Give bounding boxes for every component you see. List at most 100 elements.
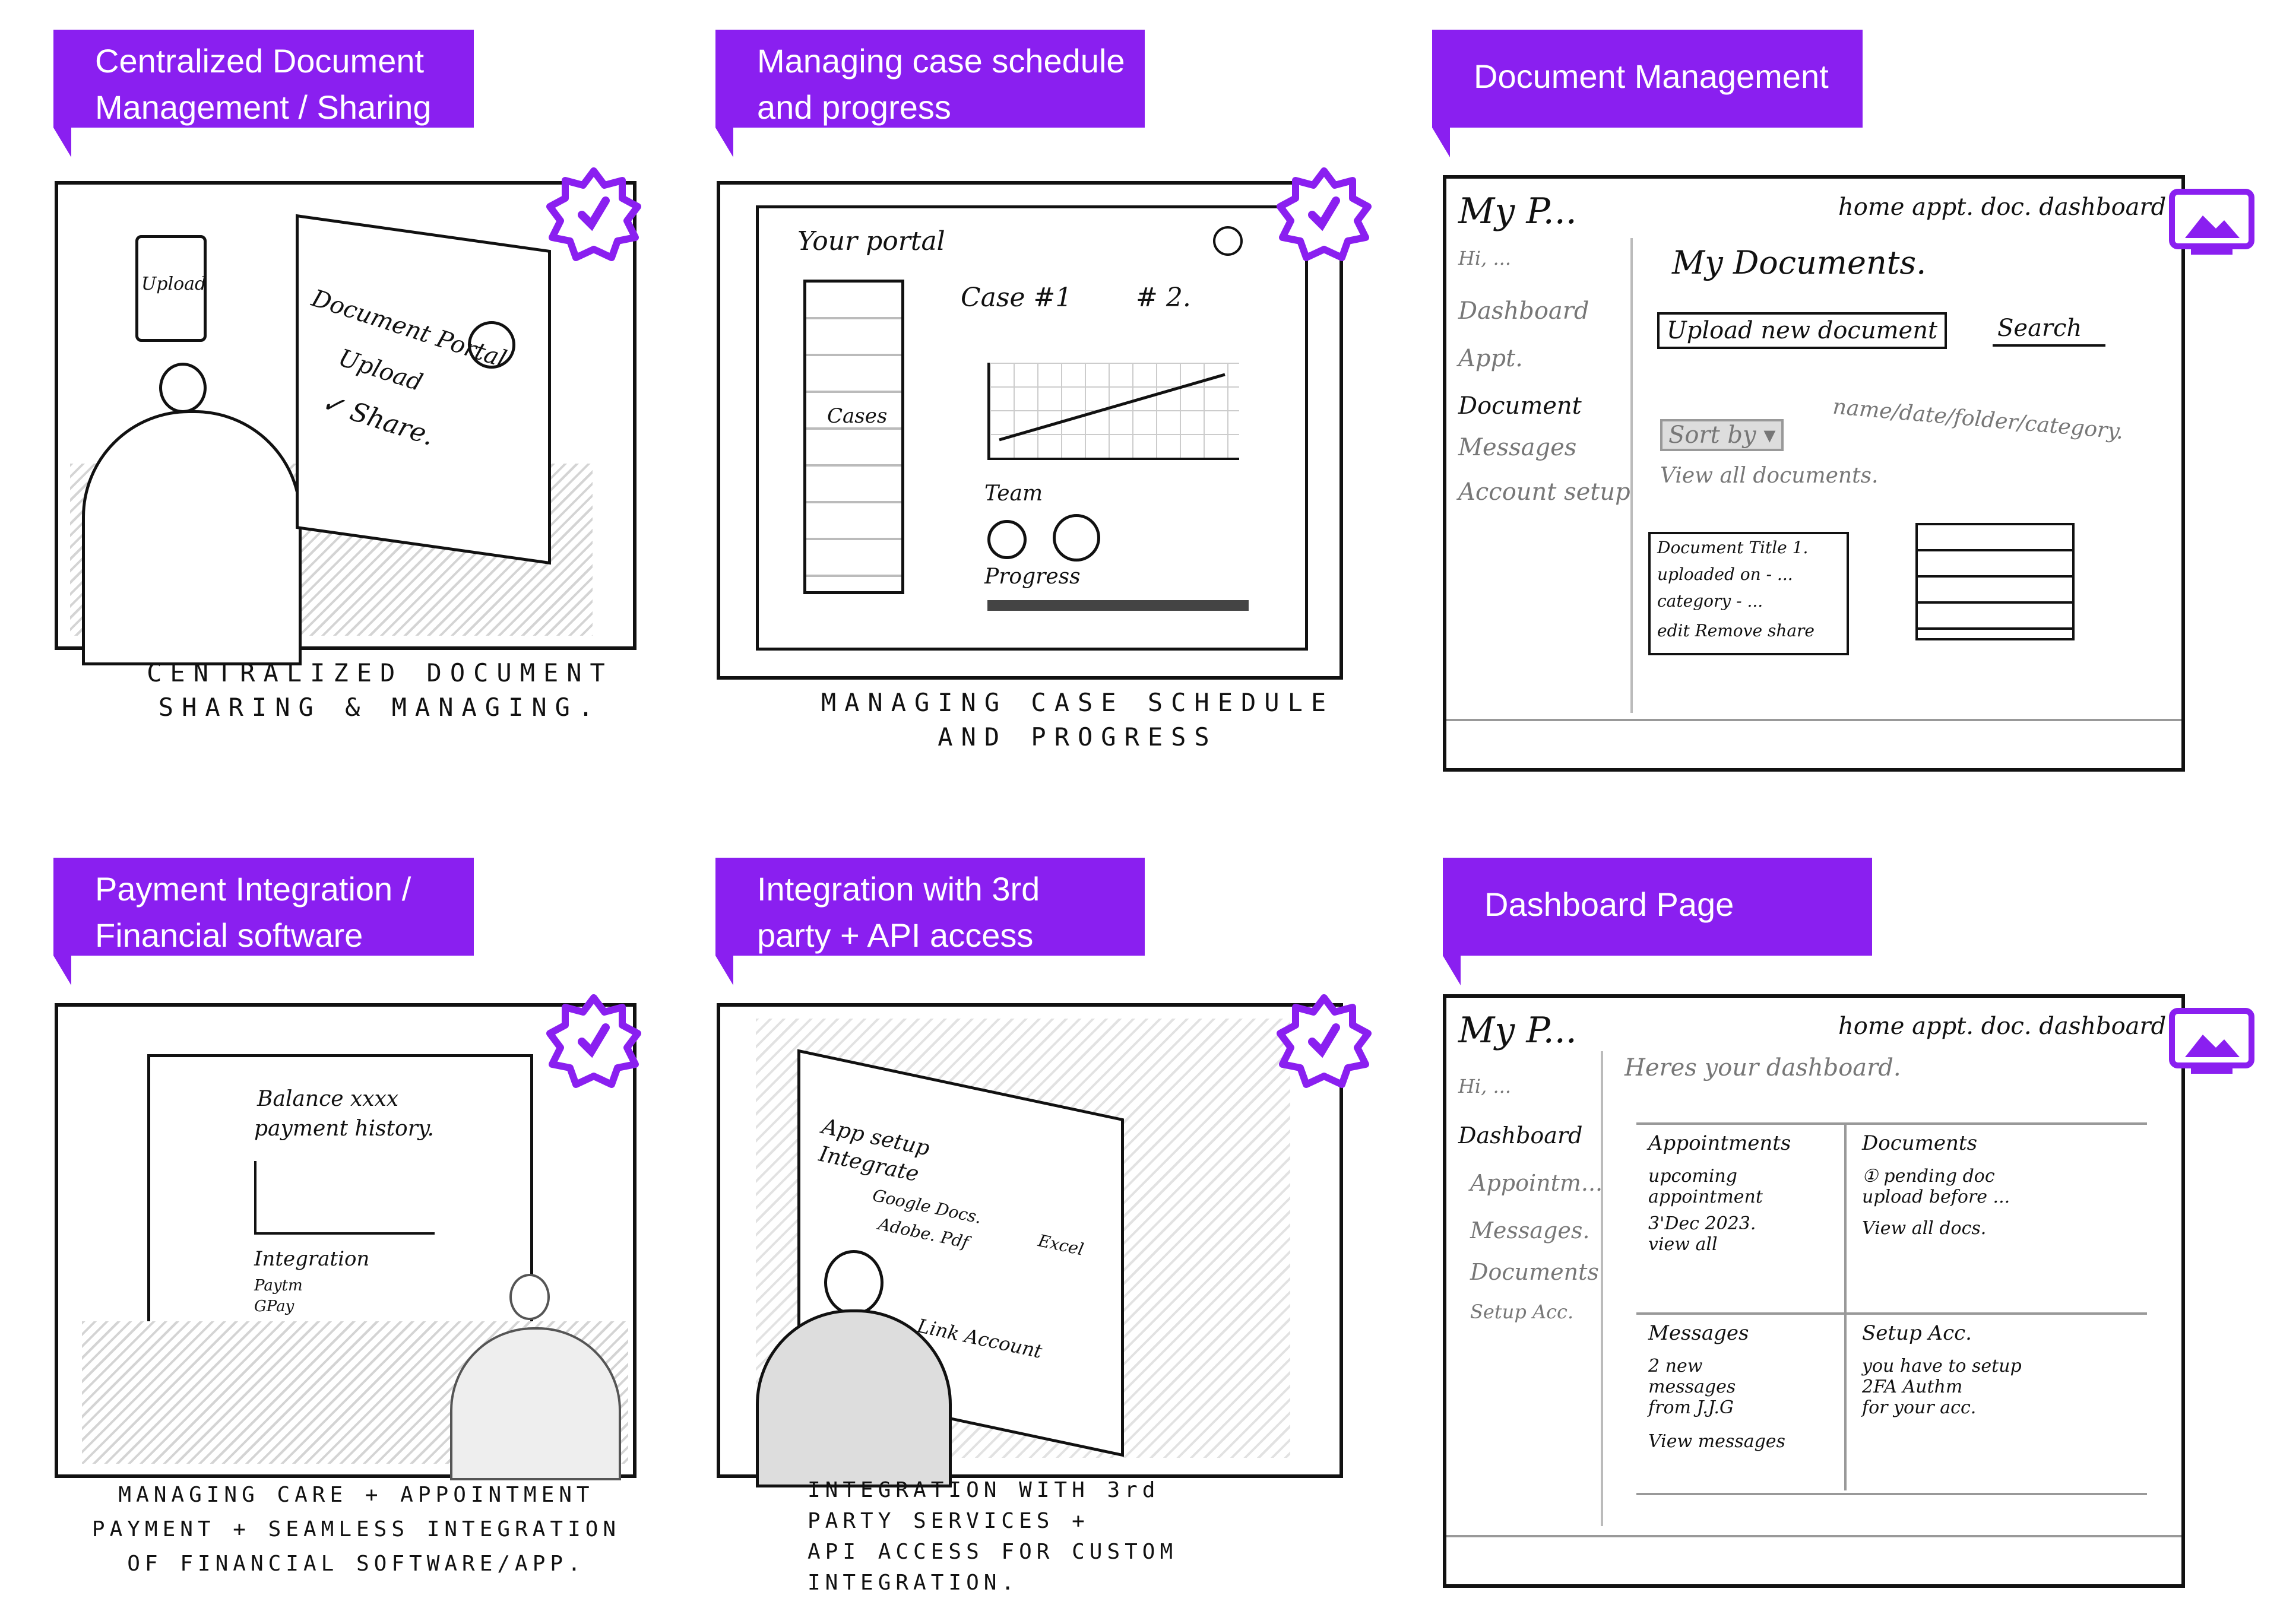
check-badge-icon <box>546 994 641 1088</box>
cell-line: 2 new <box>1648 1356 1703 1376</box>
sort-dropdown[interactable]: Sort by ▾ <box>1660 419 1784 451</box>
title-line: and progress <box>757 88 951 126</box>
sidebar-divider <box>1601 1051 1603 1526</box>
person-head <box>824 1250 884 1315</box>
upload-button[interactable]: Upload new document <box>1657 312 1948 349</box>
dashboard-subtitle: Heres your dashboard. <box>1624 1054 1901 1081</box>
title-line: Payment Integration / <box>95 870 411 908</box>
cell-title: Setup Acc. <box>1862 1321 1972 1345</box>
upload-label: Upload <box>141 274 207 294</box>
gpay-label: GPay <box>254 1298 294 1315</box>
card-line: Document Title 1. <box>1657 538 1809 557</box>
setup-cell: Setup Acc. you have to setup 2FA Authm f… <box>1862 1321 2022 1418</box>
team-avatar <box>1053 514 1100 562</box>
panel-4-title: Payment Integration / Financial software <box>53 858 474 956</box>
sidebar-item-dashboard[interactable]: Dashboard <box>1458 1122 1583 1149</box>
panel-2-caption: MANAGING CASE SCHEDULE AND PROGRESS <box>821 688 1335 751</box>
cell-line: 2FA Authm <box>1862 1376 1963 1397</box>
panel-5-title: Integration with 3rd party + API access <box>715 858 1145 956</box>
view-all-link[interactable]: View all documents. <box>1660 464 1879 488</box>
sidebar-item-dashboard[interactable]: Dashboard <box>1458 297 1589 325</box>
panel-2-frame: Your portal Cases Case #1 # 2. Team Prog… <box>717 181 1343 680</box>
greeting: Hi, ... <box>1458 1075 1511 1098</box>
progress-label: Progress <box>984 564 1081 589</box>
sidebar-item-documents[interactable]: Documents <box>1470 1259 1599 1285</box>
cell-line: messages <box>1648 1376 1736 1397</box>
sidebar-item-messages[interactable]: Messages <box>1458 434 1577 461</box>
panel-4-frame: Balance xxxx payment history. Integratio… <box>55 1003 636 1480</box>
title-line: Document Management <box>1474 58 1829 95</box>
title-line: Integration with 3rd <box>757 870 1040 908</box>
view-messages-link[interactable]: View messages <box>1648 1431 1785 1452</box>
card-line: uploaded on - ... <box>1657 564 1793 584</box>
cell-line: upload before ... <box>1862 1187 2010 1207</box>
view-all-docs-link[interactable]: View all docs. <box>1862 1218 1987 1239</box>
grid-hdivider <box>1636 1312 2147 1315</box>
panel-5-caption: INTEGRATION WITH 3rd PARTY SERVICES + AP… <box>808 1478 1178 1595</box>
balance-text: Balance xxxx <box>257 1087 399 1111</box>
banner-tail <box>1432 128 1450 157</box>
sidebar-item-account[interactable]: Account setup <box>1458 478 1630 506</box>
sidebar-item-setup[interactable]: Setup Acc. <box>1470 1301 1574 1323</box>
documents-cell: Documents ① pending doc upload before ..… <box>1862 1131 2010 1239</box>
integration-label: Integration <box>254 1247 370 1271</box>
check-badge-icon <box>1277 994 1372 1088</box>
sidebar-item-messages[interactable]: Messages. <box>1470 1217 1590 1244</box>
person-body <box>82 410 302 665</box>
sort-options: name/date/folder/category. <box>1832 394 2125 445</box>
sidebar-divider <box>1630 238 1633 713</box>
view-all-link[interactable]: view all <box>1648 1234 1718 1255</box>
footer-divider <box>1446 1535 2181 1537</box>
grid-vdivider <box>1844 1122 1847 1490</box>
team-label: Team <box>984 481 1043 506</box>
sidebar-item-appt[interactable]: Appt. <box>1458 345 1523 372</box>
card-actions[interactable]: edit Remove share <box>1657 621 1815 640</box>
user-icon <box>1213 226 1243 256</box>
panel-1-title: Centralized Document Management / Sharin… <box>53 30 474 128</box>
search-input[interactable]: Search <box>1993 312 2106 347</box>
cases-label: Cases <box>827 404 888 428</box>
panel-2-title: Managing case schedule and progress <box>715 30 1145 128</box>
sidebar-item-document[interactable]: Document <box>1458 392 1582 420</box>
payment-screen <box>147 1054 533 1333</box>
history-text: payment history. <box>254 1116 434 1141</box>
title-line: Management / Sharing <box>95 88 432 126</box>
title-line: Dashboard Page <box>1484 886 1734 923</box>
cell-line: you have to setup <box>1862 1356 2022 1376</box>
portal-screen <box>756 205 1308 651</box>
card-line: category - ... <box>1657 591 1763 611</box>
page-title: My Documents. <box>1672 244 1927 281</box>
panel-4-caption: MANAGING CARE + APPOINTMENT PAYMENT + SE… <box>91 1483 621 1576</box>
cell-title: Messages <box>1648 1321 1749 1345</box>
panel-1-frame: Upload Document Portal Upload ✓ Share. <box>55 181 636 665</box>
top-nav[interactable]: home appt. doc. dashboard <box>1838 194 2167 221</box>
cell-line: ① pending doc <box>1862 1166 1995 1187</box>
app-logo: My P... <box>1458 191 1577 232</box>
cell-line: 3'Dec 2023. <box>1648 1213 1756 1234</box>
banner-tail <box>53 128 71 157</box>
messages-cell: Messages 2 new messages from J.J.G View … <box>1648 1321 1785 1452</box>
case-tab: # 2. <box>1136 283 1191 313</box>
cases-list <box>803 280 904 594</box>
banner-tail <box>1443 956 1461 985</box>
check-badge-icon <box>1277 167 1372 261</box>
upload-sign <box>135 235 207 342</box>
person-head <box>159 363 207 413</box>
top-nav[interactable]: home appt. doc. dashboard <box>1838 1013 2167 1040</box>
panel-6-title: Dashboard Page <box>1443 858 1872 956</box>
image-icon <box>2169 1008 2254 1074</box>
title-line: Financial software <box>95 916 363 954</box>
image-icon <box>2169 189 2254 255</box>
user-icon <box>468 321 515 369</box>
panel-1-caption: CENTRALIZED DOCUMENT SHARING & MANAGING. <box>147 658 613 722</box>
case-tab: Case #1 <box>961 283 1072 313</box>
cell-line: upcoming <box>1648 1166 1737 1187</box>
sidebar-item-appointments[interactable]: Appointm... <box>1470 1170 1603 1196</box>
app-logo: My P... <box>1458 1010 1577 1051</box>
paytm-label: Paytm <box>254 1277 303 1295</box>
person-body <box>756 1309 952 1487</box>
appointments-cell: Appointments upcoming appointment 3'Dec … <box>1648 1131 1791 1255</box>
panel-3-title: Document Management <box>1432 30 1863 128</box>
panel-5-frame: App setup Integrate Google Docs. Adobe. … <box>717 1003 1343 1487</box>
cell-line: for your acc. <box>1862 1397 1977 1418</box>
